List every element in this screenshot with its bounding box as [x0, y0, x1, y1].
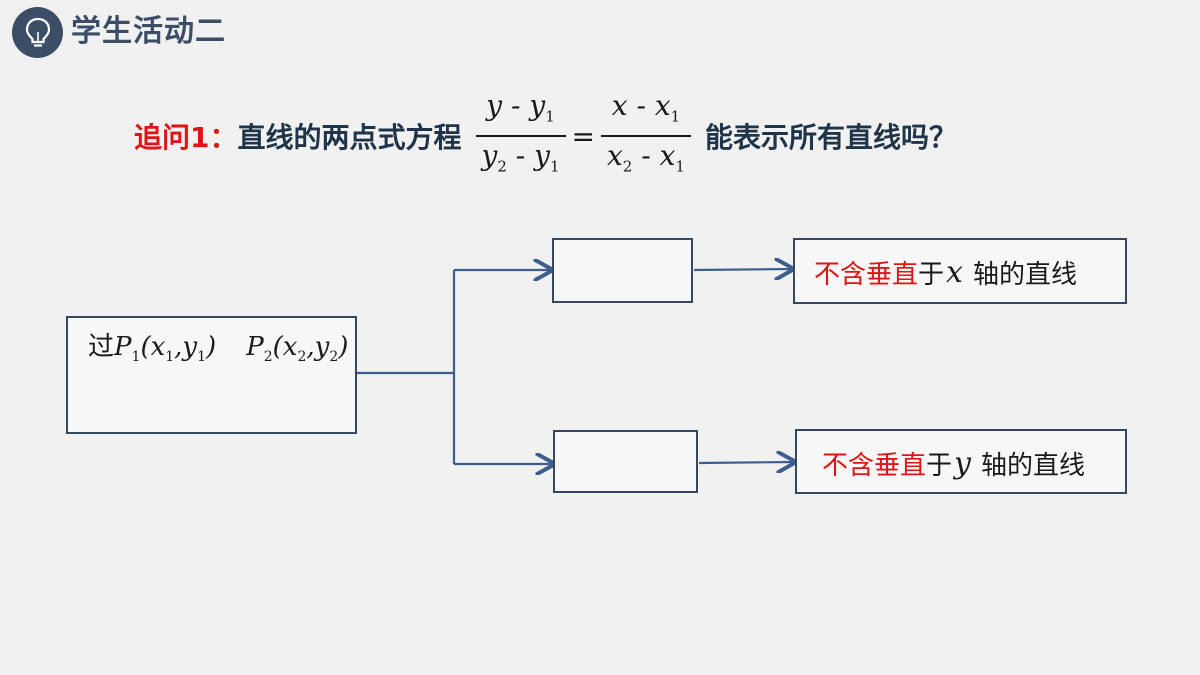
lightbulb-icon [12, 7, 63, 58]
question-label: 追问1： [134, 121, 238, 154]
question-suffix: 能表示所有直线吗？ [704, 121, 957, 154]
two-point-formula: y - y1 y2 - y1 = x - x1 x2 - x1 [475, 87, 691, 186]
question-line: 追问1： 直线的两点式方程 y - y1 y2 - y1 = x - x1 x2… [134, 86, 957, 186]
question-text: 直线的两点式方程 [237, 121, 462, 154]
formula-right-fraction: x - x1 x2 - x1 [600, 87, 691, 186]
source-box [66, 316, 357, 434]
arrow-to-upper-result [693, 269, 792, 270]
formula-left-fraction: y - y1 y2 - y1 [475, 87, 566, 186]
upper-empty-box [552, 238, 693, 303]
lower-result-box [795, 429, 1127, 494]
arrow-to-lower-result [698, 462, 794, 463]
formula-equals: = [571, 119, 595, 153]
upper-result-box [793, 238, 1127, 304]
lower-empty-box [553, 430, 698, 493]
points-label: 过 P1(x1,y1) P2(x2,y2) [88, 332, 349, 366]
page-title: 学生活动二 [71, 14, 226, 49]
